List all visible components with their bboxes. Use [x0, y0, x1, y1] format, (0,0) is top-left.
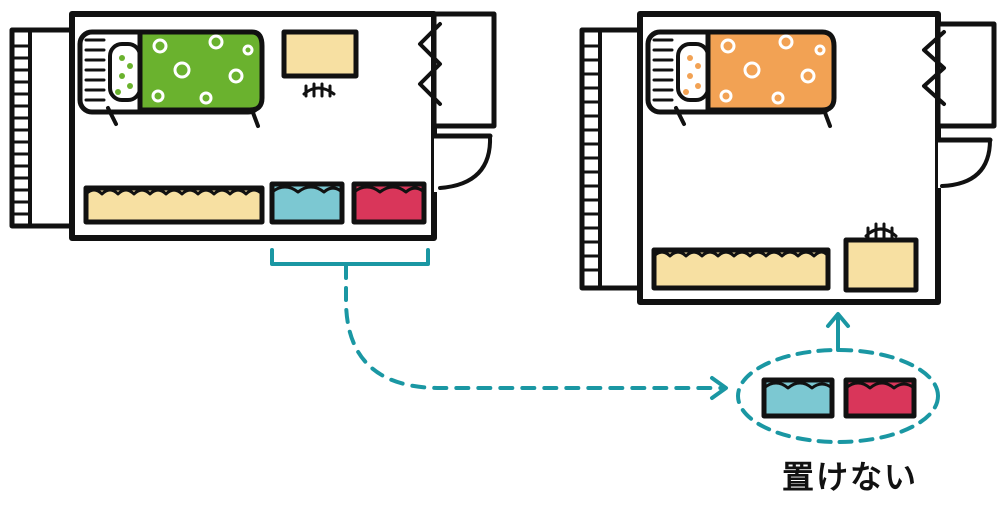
cannot-place-label: 置けない: [781, 458, 918, 496]
arrow-icon: [826, 312, 850, 352]
shelf-icon: [83, 185, 265, 225]
blanket: [705, 29, 837, 113]
pillow: [676, 42, 710, 102]
chair-icon: [302, 82, 336, 98]
bed-icon: [645, 29, 837, 128]
closet-icon: [418, 11, 497, 129]
storage-box-icon: [351, 181, 427, 225]
shelf-icon: [651, 247, 831, 291]
door-icon: [431, 133, 493, 192]
closet-icon: [922, 21, 997, 129]
left-room: [9, 11, 497, 241]
chair-icon: [864, 222, 898, 240]
storage-box-icon: [269, 181, 345, 225]
desk-icon: [843, 237, 919, 293]
not-fit-group: [736, 348, 940, 444]
arrow-icon: [344, 264, 728, 400]
door-icon: [935, 137, 993, 188]
bed-icon: [77, 29, 265, 128]
pillow: [108, 42, 142, 102]
selection-bracket: [270, 248, 430, 266]
window-icon: [9, 27, 75, 229]
window-icon: [579, 27, 645, 291]
storage-box-icon: [843, 377, 917, 419]
storage-box-icon: [761, 377, 835, 419]
right-room: [579, 11, 997, 305]
desk-icon: [281, 29, 359, 79]
